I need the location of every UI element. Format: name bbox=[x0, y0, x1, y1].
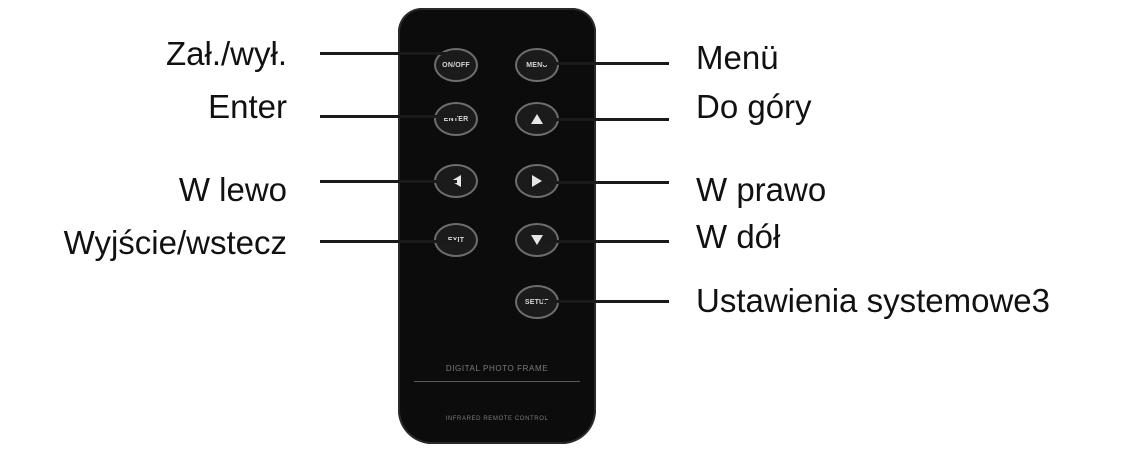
menu-button[interactable]: MENU bbox=[515, 48, 559, 82]
arrow-down-icon bbox=[531, 235, 543, 245]
arrow-up-icon bbox=[531, 114, 543, 124]
label-menu: Menü bbox=[696, 39, 779, 76]
leader-menu bbox=[543, 62, 669, 65]
leader-right bbox=[543, 181, 669, 184]
label-left: W lewo bbox=[178, 171, 287, 208]
leader-left bbox=[320, 180, 457, 183]
leader-enter bbox=[320, 115, 457, 118]
leader-setup bbox=[543, 300, 669, 303]
left-button[interactable] bbox=[434, 164, 478, 198]
leader-exit bbox=[320, 240, 457, 243]
leader-power bbox=[320, 52, 457, 55]
arrow-right-icon bbox=[532, 175, 542, 187]
label-setup: Ustawienia systemowe3 bbox=[696, 282, 1050, 319]
label-power: Zał./wył. bbox=[165, 35, 287, 72]
label-exit: Wyjście/wstecz bbox=[63, 224, 287, 261]
remote-divider bbox=[414, 381, 580, 382]
label-enter: Enter bbox=[208, 88, 287, 125]
up-button[interactable] bbox=[515, 102, 559, 136]
enter-button[interactable]: ENTER bbox=[434, 102, 478, 136]
leader-down bbox=[543, 240, 669, 243]
brand-text: DIGITAL PHOTO FRAME bbox=[445, 364, 549, 373]
label-down: W dół bbox=[696, 218, 781, 255]
label-right: W prawo bbox=[696, 171, 827, 208]
label-up: Do góry bbox=[696, 88, 812, 125]
leader-up bbox=[543, 118, 669, 121]
footer-text: INFRARED REMOTE CONTROL bbox=[445, 416, 549, 422]
remote-control: ON/OFF MENU ENTER EXIT SETUP DIGITAL PHO… bbox=[398, 8, 596, 444]
